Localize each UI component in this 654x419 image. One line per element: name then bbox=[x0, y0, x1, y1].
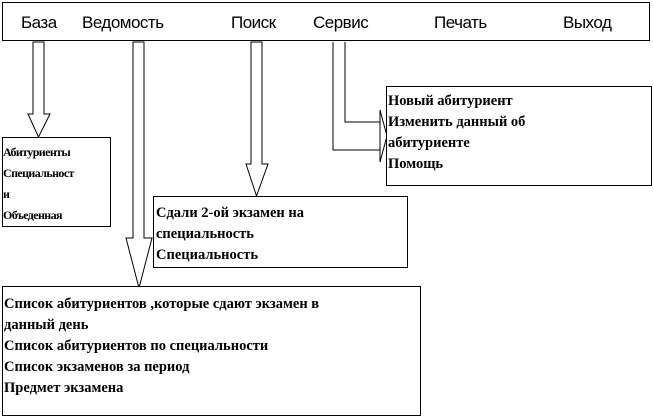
poisk-item[interactable]: Сдали 2-ой экзамен на bbox=[156, 205, 305, 221]
servis-item[interactable]: Помощь bbox=[388, 156, 444, 172]
arrow-servis-inner bbox=[344, 42, 381, 123]
servis-submenu: Новый абитуриент Изменить данный об абит… bbox=[386, 86, 652, 186]
poisk-submenu: Сдали 2-ой экзамен на специальность Спец… bbox=[153, 196, 408, 268]
baza-item[interactable]: Абитуриенты bbox=[3, 145, 71, 159]
baza-item[interactable]: Объеденная bbox=[3, 208, 63, 222]
main-menu-bar: База Ведомость Поиск Сервис Печать Выход bbox=[2, 2, 650, 41]
servis-item[interactable]: абитуриенте bbox=[388, 135, 470, 151]
menu-item-vedomost[interactable]: Ведомость bbox=[82, 13, 164, 32]
arrow-servis-head bbox=[379, 109, 388, 163]
vedomost-item[interactable]: Предмет экзамена bbox=[4, 380, 124, 396]
arrow-baza bbox=[27, 41, 51, 139]
baza-item[interactable]: и bbox=[3, 187, 10, 201]
vedomost-item[interactable]: данный день bbox=[4, 317, 89, 333]
baza-submenu: Абитуриенты Специальност и Объеденная bbox=[2, 137, 111, 227]
vedomost-item[interactable]: Список абитуриентов по специальности bbox=[4, 338, 269, 354]
arrow-poisk bbox=[245, 41, 269, 198]
menu-item-poisk[interactable]: Поиск bbox=[231, 13, 276, 32]
menu-item-servis[interactable]: Сервис bbox=[313, 13, 369, 32]
menu-item-vyhod[interactable]: Выход bbox=[563, 13, 612, 32]
poisk-item[interactable]: Специальность bbox=[156, 247, 258, 263]
menu-item-pechat[interactable]: Печать bbox=[434, 13, 487, 32]
arrow-vedomost bbox=[125, 41, 153, 290]
servis-item[interactable]: Новый абитуриент bbox=[388, 93, 513, 109]
menu-item-baza[interactable]: База bbox=[21, 13, 57, 32]
poisk-item[interactable]: специальность bbox=[156, 226, 254, 242]
baza-item[interactable]: Специальност bbox=[3, 166, 74, 180]
servis-item[interactable]: Изменить данный об bbox=[388, 114, 526, 130]
vedomost-item[interactable]: Список экзаменов за период bbox=[4, 359, 190, 375]
arrow-servis-outer bbox=[332, 42, 381, 151]
vedomost-submenu: Список абитуриентов ,которые сдают экзам… bbox=[2, 286, 421, 416]
vedomost-item[interactable]: Список абитуриентов ,которые сдают экзам… bbox=[4, 296, 320, 312]
